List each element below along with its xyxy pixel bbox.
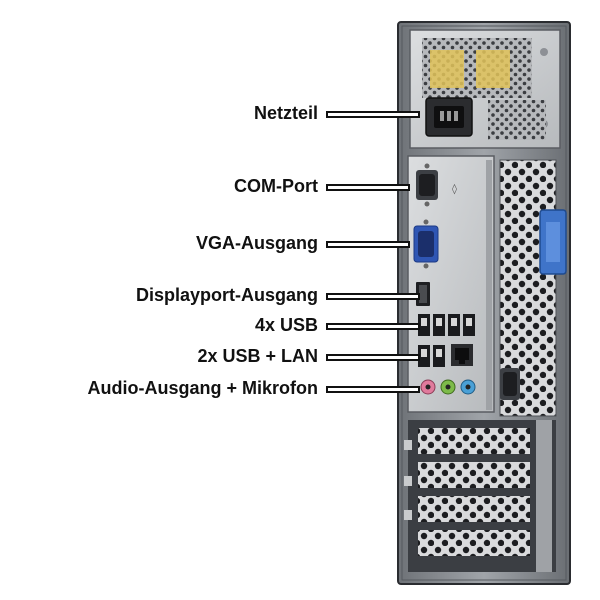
ethernet-port-icon bbox=[451, 344, 473, 366]
label-vga-ausgang: VGA-Ausgang bbox=[195, 233, 318, 253]
serial-port-icon: ◊ bbox=[416, 163, 457, 207]
label-4x-usb: 4x USB bbox=[254, 315, 318, 335]
pointer-2x-usb-lan bbox=[326, 354, 420, 361]
label-audio-mikrofon: Audio-Ausgang + Mikrofon bbox=[87, 378, 318, 398]
pointer-audio-mikrofon bbox=[326, 386, 420, 393]
pointer-4x-usb bbox=[326, 323, 420, 330]
vga-port-icon bbox=[413, 219, 439, 269]
pointer-com-port bbox=[326, 184, 410, 191]
displayport-icon bbox=[416, 282, 430, 306]
serial-port-2 bbox=[500, 368, 520, 400]
pointer-displayport-ausgang bbox=[326, 293, 420, 300]
label-displayport-ausgang: Displayport-Ausgang bbox=[135, 285, 318, 305]
power-socket-icon bbox=[425, 97, 473, 137]
label-2x-usb-lan: 2x USB + LAN bbox=[197, 346, 318, 366]
pointer-vga-ausgang bbox=[326, 241, 410, 248]
usb-lan-ports bbox=[418, 345, 445, 367]
blue-latch bbox=[539, 209, 567, 275]
svg-text:◊: ◊ bbox=[452, 183, 457, 195]
expansion-slots bbox=[404, 420, 556, 572]
pointer-netzteil bbox=[326, 111, 420, 118]
usb-port-icon bbox=[418, 314, 475, 336]
label-netzteil: Netzteil bbox=[253, 103, 318, 123]
audio-jack-icon bbox=[420, 379, 476, 395]
label-com-port: COM-Port bbox=[234, 176, 318, 196]
